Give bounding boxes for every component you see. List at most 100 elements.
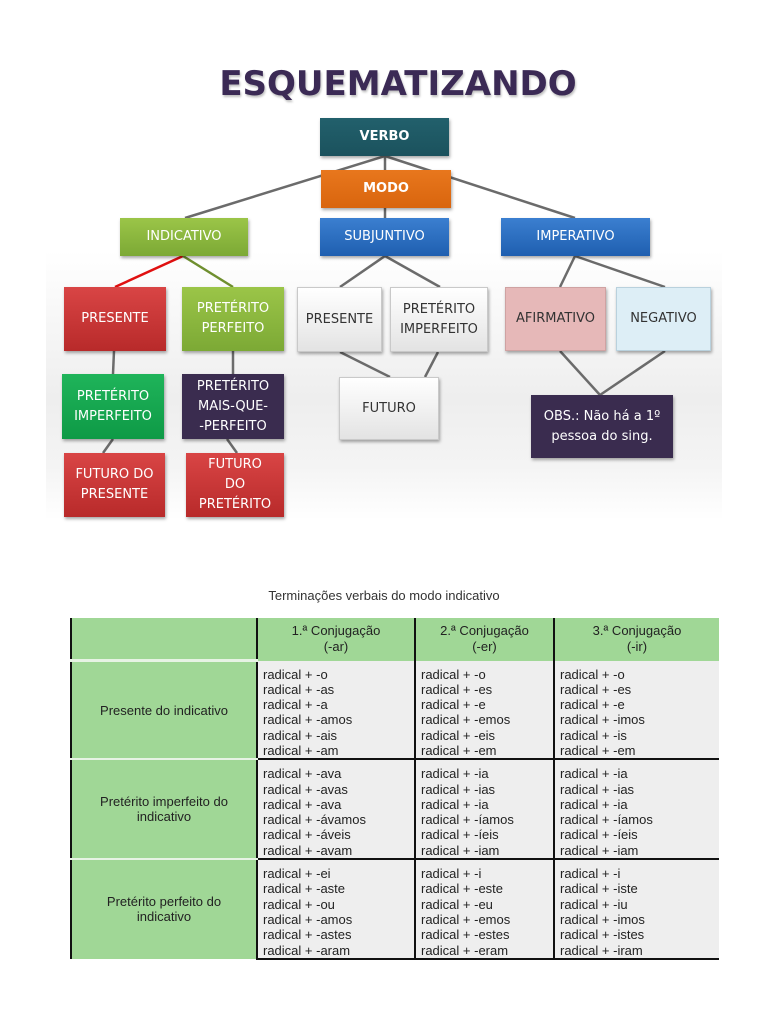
ending-line: radical + -eis — [421, 727, 496, 743]
node-sub-preterito-imperfeito-label: PRETÉRITO IMPERFEITO — [400, 301, 478, 337]
link-afirmativo-obs — [559, 350, 601, 396]
node-sub-presente: PRESENTE — [297, 287, 382, 352]
table-cell: radical + -i radical + -este radical + -… — [414, 859, 554, 960]
ending-line: radical + -o — [263, 666, 328, 682]
node-verbo-label: VERBO — [359, 129, 410, 144]
ending-line: radical + -es — [421, 681, 493, 697]
node-ind-futuro-do-preterito-label: FUTURO DO PRETÉRITO — [198, 457, 272, 512]
link-imperativo-afirmativo — [558, 255, 577, 288]
link-imperfeito-futpresente — [101, 438, 115, 454]
ending-line: radical + -íeis — [560, 827, 638, 843]
ending-line: radical + -ei — [263, 866, 331, 882]
header-3-line-2: (-ir) — [626, 639, 648, 655]
row-label-text: Pretérito imperfeito do indicativo — [100, 794, 228, 825]
header-2-line-2: (-er) — [472, 639, 497, 655]
ending-line: radical + -astes — [263, 927, 352, 943]
ending-line: radical + -ava — [263, 796, 342, 812]
table-cell: radical + -o radical + -as radical + -a … — [256, 660, 415, 761]
ending-line: radical + -este — [421, 881, 504, 897]
node-imperativo: IMPERATIVO — [501, 218, 650, 256]
table-row: Pretérito imperfeito do indicativo radic… — [70, 759, 719, 861]
ending-line: radical + -ia — [560, 766, 628, 782]
node-subjuntivo: SUBJUNTIVO — [320, 218, 449, 256]
node-imp-afirmativo-label: AFIRMATIVO — [515, 311, 595, 326]
node-verbo: VERBO — [320, 118, 449, 156]
node-ind-preterito-perfeito: PRETÉRITO PERFEITO — [182, 287, 284, 351]
ending-line: radical + -i — [421, 866, 482, 882]
link-imperativo-negativo — [574, 254, 666, 289]
node-imperativo-label: IMPERATIVO — [536, 229, 615, 244]
link-subpresente-futuro — [339, 350, 391, 379]
ending-line: radical + -ia — [560, 796, 628, 812]
ending-line: radical + -ou — [263, 896, 335, 912]
table-cell: radical + -ava radical + -avas radical +… — [256, 759, 415, 861]
link-subjuntivo-presente — [339, 254, 386, 289]
ending-line: radical + -iam — [421, 842, 500, 858]
ending-line: radical + -as — [263, 681, 335, 697]
node-ind-preterito-mais-que-perfeito: PRETÉRITO MAIS-QUE- -PERFEITO — [182, 374, 284, 439]
ending-line: radical + -íamos — [421, 812, 514, 828]
node-ind-preterito-imperfeito: PRETÉRITO IMPERFEITO — [62, 374, 164, 439]
ending-line: radical + -am — [263, 742, 339, 758]
diagram-connectors — [101, 154, 666, 454]
link-subjuntivo-preterito — [384, 254, 441, 289]
header-cell-empty — [70, 618, 257, 662]
node-ind-futuro-do-presente: FUTURO DO PRESENTE — [64, 453, 165, 517]
ending-line: radical + -aste — [263, 881, 346, 897]
table-cell: radical + -o radical + -es radical + -e … — [553, 660, 719, 761]
node-indicativo: INDICATIVO — [120, 218, 248, 256]
table-cell: radical + -ei radical + -aste radical + … — [256, 859, 415, 960]
table-cell: radical + -i radical + -iste radical + -… — [553, 859, 719, 960]
ending-line: radical + -ava — [263, 766, 342, 782]
node-modo: MODO — [321, 170, 451, 208]
ending-line: radical + -iu — [560, 896, 628, 912]
table-row: Presente do indicativo radical + -o radi… — [70, 660, 719, 761]
ending-line: radical + -íamos — [560, 812, 653, 828]
header-2-line-1: 2.ª Conjugação — [440, 623, 529, 639]
ending-line: radical + -es — [560, 681, 632, 697]
link-verbo-imperativo — [384, 154, 576, 220]
table-row: Pretérito perfeito do indicativo radical… — [70, 859, 719, 960]
row-label-preterito-imperfeito: Pretérito imperfeito do indicativo — [70, 759, 257, 861]
conjugation-table: 1.ª Conjugação (-ar) 2.ª Conjugação (-er… — [70, 618, 719, 960]
ending-line: radical + -amos — [263, 911, 353, 927]
node-ind-preterito-imperfeito-label: PRETÉRITO IMPERFEITO — [74, 388, 152, 424]
ending-line: radical + -o — [421, 666, 486, 682]
ending-line: radical + -iram — [560, 942, 643, 958]
table-cell: radical + -ia radical + -ias radical + -… — [414, 759, 554, 861]
ending-line: radical + -em — [560, 742, 636, 758]
link-verbo-indicativo — [184, 154, 386, 220]
table-header-row: 1.ª Conjugação (-ar) 2.ª Conjugação (-er… — [70, 618, 719, 662]
ending-line: radical + -ia — [421, 796, 489, 812]
ending-line: radical + -iste — [560, 881, 638, 897]
node-imp-afirmativo: AFIRMATIVO — [505, 287, 606, 351]
row-label-presente: Presente do indicativo — [70, 660, 257, 761]
header-1-line-1: 1.ª Conjugação — [291, 623, 381, 639]
link-maisque-futpreterito — [225, 438, 239, 454]
ending-line: radical + -avas — [263, 781, 348, 797]
ending-line: radical + -imos — [560, 911, 645, 927]
ending-line: radical + -iam — [560, 842, 639, 858]
ending-line: radical + -amos — [263, 712, 353, 728]
ending-line: radical + -istes — [560, 927, 645, 943]
node-ind-presente-label: PRESENTE — [81, 311, 149, 326]
row-label-preterito-perfeito: Pretérito perfeito do indicativo — [70, 859, 257, 959]
ending-line: radical + -a — [263, 697, 328, 713]
link-indicativo-perfeito — [182, 254, 234, 289]
row-label-text: Pretérito perfeito do indicativo — [106, 894, 222, 925]
ending-line: radical + -aram — [263, 942, 351, 958]
ending-line: radical + -ávamos — [263, 812, 366, 828]
header-cell-3a-conjugacao: 3.ª Conjugação (-ir) — [553, 618, 719, 661]
ending-line: radical + -íeis — [421, 827, 499, 843]
table-caption: Terminações verbais do modo indicativo — [268, 588, 500, 603]
header-cell-1a-conjugacao: 1.ª Conjugação (-ar) — [256, 618, 415, 661]
node-sub-preterito-imperfeito: PRETÉRITO IMPERFEITO — [390, 287, 488, 352]
link-negativo-obs — [599, 349, 666, 397]
table-cell: radical + -o radical + -es radical + -e … — [414, 660, 554, 761]
node-ind-presente: PRESENTE — [64, 287, 166, 351]
node-imp-obs: OBS.: Não há a 1º pessoa do sing. — [531, 395, 673, 458]
header-1-line-2: (-ar) — [323, 639, 349, 655]
node-sub-presente-label: PRESENTE — [305, 311, 374, 327]
node-subjuntivo-label: SUBJUNTIVO — [344, 229, 425, 244]
node-ind-preterito-perfeito-label: PRETÉRITO PERFEITO — [196, 301, 270, 336]
